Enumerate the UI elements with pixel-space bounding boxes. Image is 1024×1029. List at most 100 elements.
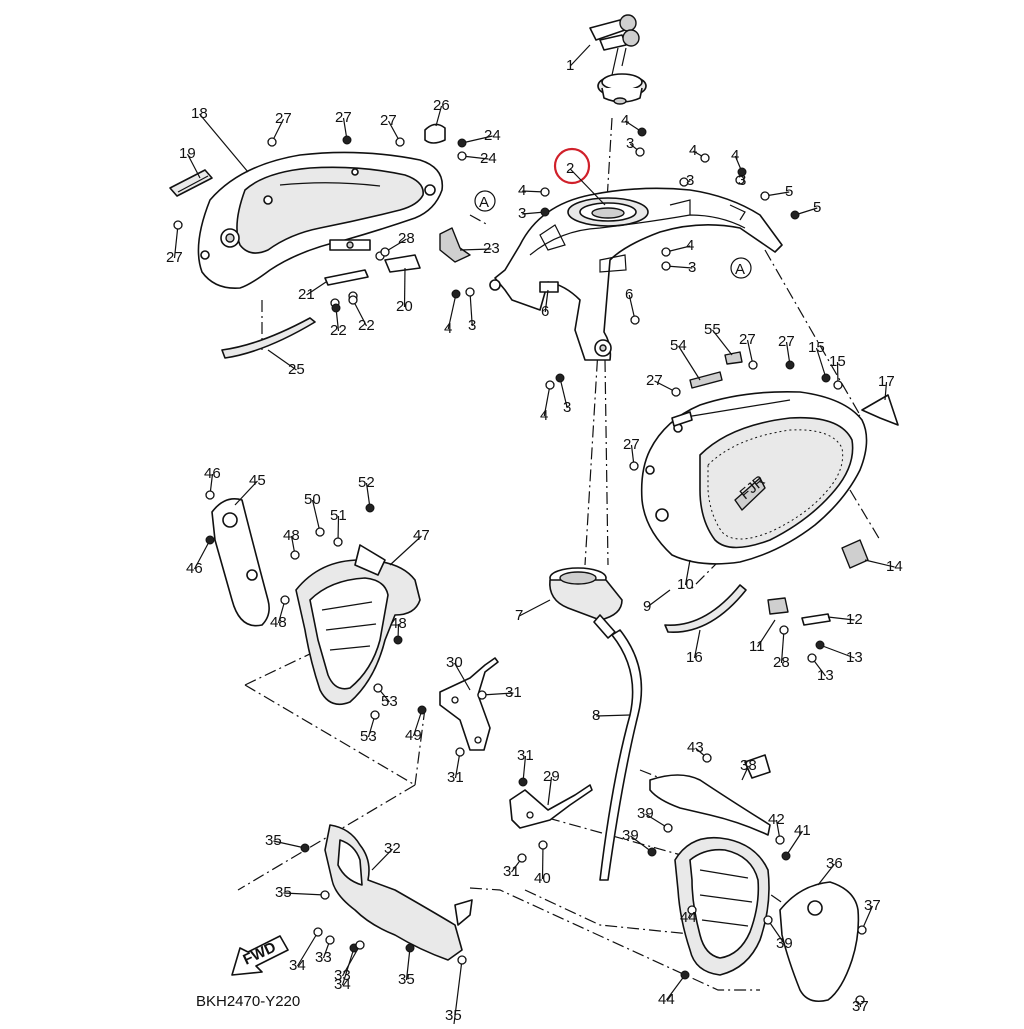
leader-c38 xyxy=(741,765,750,781)
callout-c34b: 34 xyxy=(334,976,351,993)
callout-c4g: 4 xyxy=(540,407,548,424)
leader-c34b xyxy=(341,947,355,986)
fastener-11 xyxy=(661,261,671,271)
callout-c55: 55 xyxy=(704,321,721,338)
callout-c27g: 27 xyxy=(646,372,663,389)
fastener-15 xyxy=(555,373,565,383)
fastener-60 xyxy=(647,847,657,857)
fastener-55 xyxy=(325,935,335,945)
callout-c31b: 31 xyxy=(447,769,464,786)
ref-a-left: A xyxy=(474,190,496,212)
fastener-21 xyxy=(457,138,467,148)
callout-c31a: 31 xyxy=(505,684,522,701)
callout-c27f: 27 xyxy=(778,333,795,350)
fastener-12 xyxy=(451,289,461,299)
leader-c13a xyxy=(819,644,855,659)
callout-c35d: 35 xyxy=(445,1007,462,1024)
fuel-inlet-7 xyxy=(549,567,623,639)
callout-c39a: 39 xyxy=(637,805,654,822)
leader-c39c xyxy=(767,919,785,945)
bracket-38 xyxy=(649,754,771,836)
leader-c54 xyxy=(677,345,701,381)
callout-c4a: 4 xyxy=(621,112,629,129)
callout-c20: 20 xyxy=(396,298,413,315)
leader-c4g xyxy=(543,384,551,417)
callout-c51: 51 xyxy=(330,507,347,524)
leader-c1 xyxy=(569,44,591,67)
leader-c6b xyxy=(544,289,549,313)
leader-c7 xyxy=(518,599,551,617)
leader-c2 xyxy=(569,168,606,206)
left-tank-cover xyxy=(197,151,444,289)
labels-54-55 xyxy=(689,351,743,389)
fastener-9 xyxy=(790,210,800,220)
callout-c4c: 4 xyxy=(689,142,697,159)
under-cover-32 xyxy=(324,824,473,961)
fasteners xyxy=(173,127,867,1005)
callout-c21: 21 xyxy=(298,286,315,303)
callout-c41: 41 xyxy=(794,822,811,839)
callout-c43: 43 xyxy=(687,739,704,756)
leader-c55 xyxy=(712,329,733,356)
callout-c31c: 31 xyxy=(517,747,534,764)
callout-c3b: 3 xyxy=(518,205,526,222)
leader-c45 xyxy=(234,480,258,506)
callout-c3e: 3 xyxy=(688,259,696,276)
callout-c27b: 27 xyxy=(335,109,352,126)
callout-c28a: 28 xyxy=(398,230,415,247)
fastener-59 xyxy=(663,823,673,833)
callout-c5a: 5 xyxy=(785,183,793,200)
leader-c50 xyxy=(311,499,321,533)
bracket-14 xyxy=(841,539,869,569)
callout-c44a: 44 xyxy=(680,909,697,926)
fastener-34 xyxy=(807,653,817,663)
callout-c22b: 22 xyxy=(358,317,375,334)
leader-c17 xyxy=(884,381,888,401)
fastener-37 xyxy=(290,550,300,560)
fastener-65 xyxy=(687,905,697,915)
callout-c6b: 6 xyxy=(541,303,549,320)
callout-c17: 17 xyxy=(878,373,895,390)
callout-c45: 45 xyxy=(249,472,266,489)
callout-c33b: 33 xyxy=(334,967,351,984)
leader-c28b xyxy=(780,629,785,664)
fastener-63 xyxy=(781,851,791,861)
callout-c5b: 5 xyxy=(813,199,821,216)
callout-c1: 1 xyxy=(566,57,574,74)
callout-c50: 50 xyxy=(304,491,321,508)
fastener-61 xyxy=(763,915,773,925)
leader-c12 xyxy=(827,616,855,621)
leader-c9 xyxy=(646,589,671,608)
callout-c34a: 34 xyxy=(289,957,306,974)
callout-c35b: 35 xyxy=(275,884,292,901)
callout-c9: 9 xyxy=(643,598,651,615)
callout-c24a: 24 xyxy=(484,127,501,144)
callout-c25: 25 xyxy=(288,361,305,378)
leader-c14 xyxy=(864,559,895,568)
callout-c27d: 27 xyxy=(166,249,183,266)
fastener-27 xyxy=(785,360,795,370)
callout-c48a: 48 xyxy=(283,527,300,544)
leader-c10 xyxy=(684,559,691,586)
callout-c32: 32 xyxy=(384,840,401,857)
callout-c13a: 13 xyxy=(846,649,863,666)
callout-c10: 10 xyxy=(677,576,694,593)
fastener-57 xyxy=(405,943,415,953)
callout-c12: 12 xyxy=(846,611,863,628)
fastener-64 xyxy=(775,835,785,845)
leader-c31a xyxy=(481,692,514,696)
callout-c15a: 15 xyxy=(808,339,825,356)
fastener-7 xyxy=(735,175,745,185)
leader-c15a xyxy=(815,347,827,379)
fastener-10 xyxy=(661,247,671,257)
drain-tube-8 xyxy=(599,629,643,881)
leader-c35b xyxy=(283,892,326,896)
fastener-8 xyxy=(760,191,770,201)
leader-c36 xyxy=(817,863,835,886)
fastener-25 xyxy=(348,295,358,305)
fastener-18 xyxy=(342,135,352,145)
leader-c8 xyxy=(596,714,631,717)
fastener-52 xyxy=(320,890,330,900)
